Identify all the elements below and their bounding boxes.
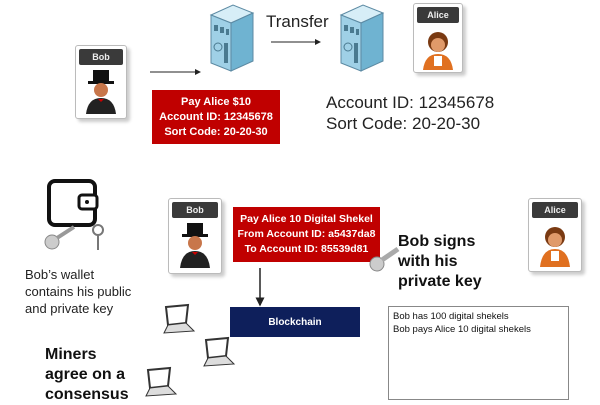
laptop-icon <box>163 303 196 334</box>
bob-card: Bob <box>168 198 222 274</box>
text-line: Bob signs <box>398 233 476 250</box>
laptop-icon <box>203 336 236 367</box>
text-line: with his <box>398 253 458 270</box>
private-key-signing-icon <box>369 246 400 272</box>
ledger-box: Bob has 100 digital shekels Bob pays Ali… <box>388 306 569 400</box>
bob-card-label: Bob <box>172 202 218 218</box>
transaction-line: To Account ID: 85539d81 <box>244 243 369 255</box>
payment-line: Sort Code: 20-20-30 <box>164 125 268 138</box>
bob-signs-note: Bob signs with his private key <box>398 232 482 292</box>
bob-card-label: Bob <box>79 49 123 65</box>
transfer-label: Transfer <box>266 12 329 31</box>
alice-card-label: Alice <box>417 7 459 23</box>
wallet-icon <box>47 179 99 227</box>
private-key-icon <box>92 224 104 250</box>
text-line: and private key <box>25 301 114 316</box>
text-line: consensus <box>45 386 129 403</box>
public-key-icon <box>44 225 76 250</box>
wallet-description: Bob’s wallet contains his public and pri… <box>25 266 131 317</box>
miner-laptops <box>145 303 236 397</box>
bob-avatar-icon <box>180 223 210 268</box>
alice-card: Alice <box>413 3 463 73</box>
bank-building-icon <box>339 4 385 72</box>
text-line: contains his public <box>25 284 132 299</box>
key-icons <box>44 224 104 250</box>
ledger-entry: Bob pays Alice 10 digital shekels <box>393 324 531 335</box>
ledger-entry: Bob has 100 digital shekels <box>393 311 509 322</box>
recipient-account-details: Account ID: 12345678 Sort Code: 20-20-30 <box>326 92 494 134</box>
transaction-line: Pay Alice 10 Digital Shekel <box>240 213 373 225</box>
bob-card: Bob <box>75 45 127 119</box>
payment-line: Pay Alice $10 <box>181 95 251 108</box>
text-line: agree on a <box>45 366 126 383</box>
bank-building-icon <box>209 4 255 72</box>
payment-line: Account ID: 12345678 <box>159 110 273 123</box>
text-line: private key <box>398 273 482 290</box>
blockchain-box: Blockchain <box>230 307 360 337</box>
alice-card-label: Alice <box>532 202 578 218</box>
alice-avatar-icon <box>423 32 453 70</box>
account-id-text: Account ID: 12345678 <box>326 93 495 112</box>
sort-code-text: Sort Code: 20-20-30 <box>326 114 481 133</box>
bob-avatar-icon <box>86 70 116 114</box>
alice-card: Alice <box>528 198 582 272</box>
text-line: Miners <box>45 346 97 363</box>
text-line: Bob’s wallet <box>25 267 95 282</box>
laptop-icon <box>145 366 178 397</box>
transaction-line: From Account ID: a5437da8 <box>237 228 376 240</box>
alice-avatar-icon <box>540 227 570 267</box>
digital-transaction: Pay Alice 10 Digital Shekel From Account… <box>233 207 380 262</box>
bank-payment-instruction: Pay Alice $10 Account ID: 12345678 Sort … <box>152 90 280 144</box>
miners-note: Miners agree on a consensus <box>45 345 129 405</box>
